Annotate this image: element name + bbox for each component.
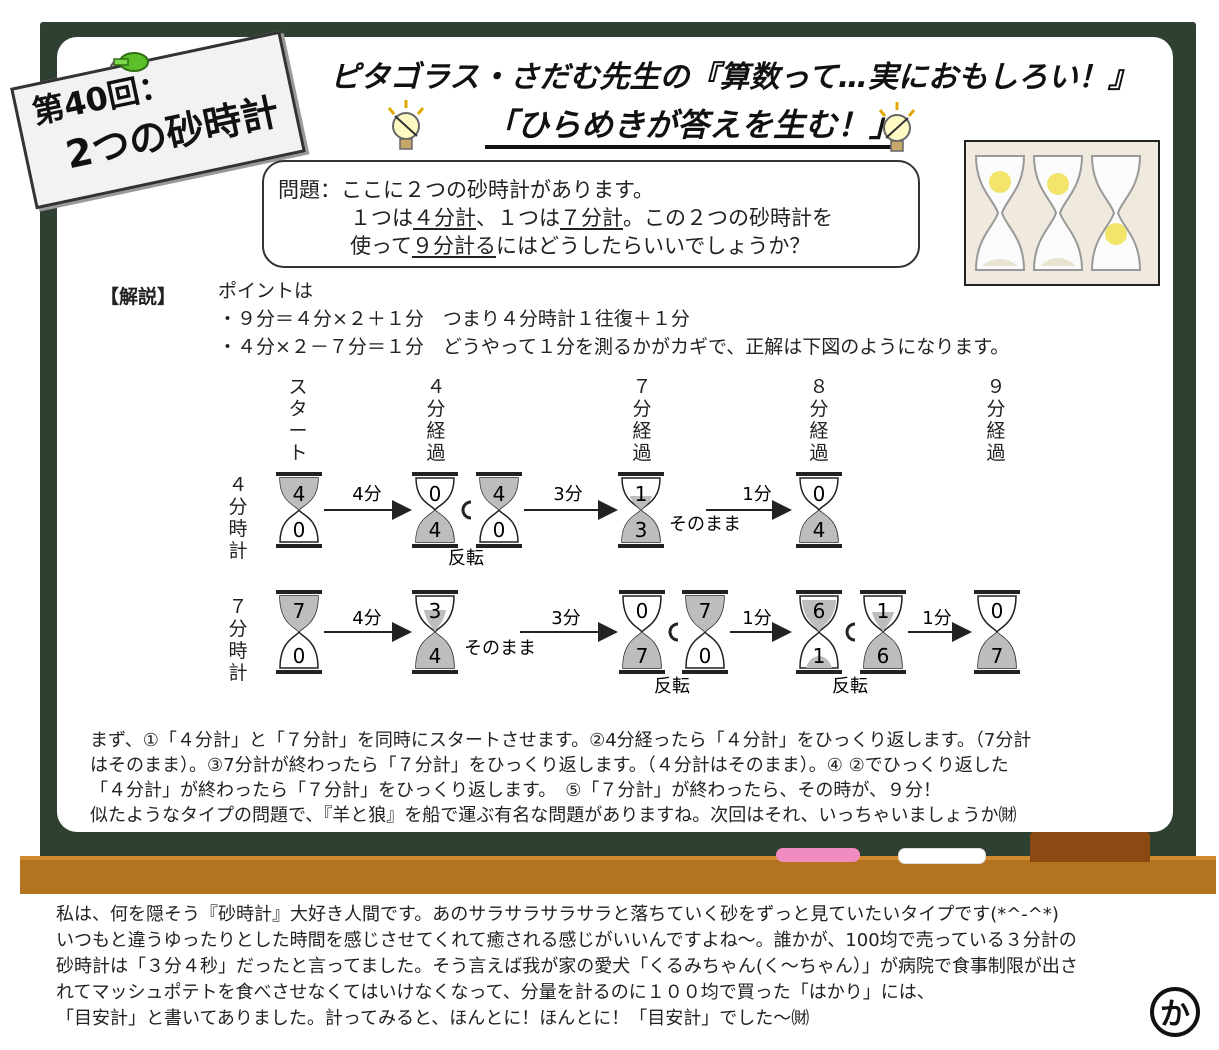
main-title: ピタゴラス・さだむ先生の『算数って…実におもしろい！』: [330, 60, 1138, 95]
column-label-4min: ４分経過: [426, 376, 446, 464]
column-label-8min: ８分経過: [809, 376, 829, 464]
essay-line-1: 私は、何を隠そう『砂時計』大好き人間です。あのサラサラサラサラと落ちていく砂をず…: [56, 904, 1059, 925]
pushpin-icon: [110, 52, 149, 72]
question-text: 。この２つの砂時計を: [623, 206, 833, 230]
hourglass-photo: [964, 140, 1160, 286]
explanation-line-3: ・４分×２－７分＝１分 どうやって１分を測るかがカギで、正解は下図のようになりま…: [218, 336, 1010, 358]
solution-note-3: 「４分計」が終わったら「７分計」をひっくり返します。 ⑤「７分計」が終わったら、…: [90, 780, 941, 801]
hourglass-illustration: [974, 155, 1142, 271]
column-label-start: スタート: [288, 376, 308, 464]
question-line-1: 問題：ここに２つの砂時計があります。: [278, 174, 654, 204]
author-stamp: か: [1150, 987, 1200, 1037]
explanation-line-1: ポイントは: [218, 280, 314, 302]
row-label-4min-timer: ４分時計: [228, 474, 248, 562]
explanation-header: 【解説】: [100, 286, 177, 308]
question-box: [262, 160, 920, 268]
nine-minute-goal: ９分計る: [411, 234, 496, 258]
question-line-2: １つは４分計、１つは７分計。この２つの砂時計を: [350, 202, 833, 232]
explanation-line-2: ・９分＝４分×２＋１分 つまり４分時計１往復＋１分: [218, 308, 690, 330]
lightbulb-icon: [387, 100, 425, 150]
question-line-3: 使って９分計るにはどうしたらいいでしょうか？: [350, 230, 810, 260]
essay-line-2: いつもと違うゆったりとした時間を感じさせてくれて癒される感じがいいんですよね～。…: [56, 930, 1077, 951]
question-text: 使って: [350, 234, 412, 258]
lightbulb-icon: [878, 102, 916, 152]
pink-chalk: [776, 848, 860, 862]
question-text: １つは: [350, 206, 413, 230]
essay-line-4: れてマッシュポテトを食べさせなくてはいけなくなって、分量を計るのに１００均で買っ…: [56, 982, 935, 1003]
question-text: にはどうしたらいいでしょうか？: [495, 234, 811, 258]
subtitle: 「ひらめきが答えを生む！」: [485, 105, 902, 149]
solution-note-2: はそのまま）。③7分計が終わったら「７分計」をひっくり返します。（４分計はそのま…: [90, 755, 1009, 776]
essay-line-5: 「目安計」と書いてありました。計ってみると、ほんとに！ほんとに！「目安計」でした…: [56, 1008, 810, 1029]
question-prefix: 問題：: [278, 178, 341, 202]
chalk-tray: [20, 856, 1216, 894]
question-text: 、１つは: [476, 206, 560, 230]
solution-note-1: まず、①「４分計」と「７分計」を同時にスタートさせます。②4分経ったら「４分計」…: [90, 730, 1032, 751]
four-minute-timer-label: ４分計: [413, 206, 476, 230]
column-label-7min: ７分経過: [632, 376, 652, 464]
white-chalk: [898, 848, 986, 864]
question-text-1: ここに２つの砂時計があります。: [341, 178, 654, 202]
row-label-7min-timer: ７分時計: [228, 596, 248, 684]
seven-minute-timer-label: ７分計: [560, 206, 623, 230]
essay-line-3: 砂時計は「３分４秒」だったと言ってました。そう言えば我が家の愛犬「くるみちゃん(…: [56, 956, 1078, 977]
column-label-9min: ９分経過: [986, 376, 1006, 464]
eraser: [1030, 832, 1150, 862]
solution-note-4: 似たようなタイプの問題で、『羊と狼』を船で運ぶ有名な問題がありますね。次回はそれ…: [90, 805, 1017, 826]
